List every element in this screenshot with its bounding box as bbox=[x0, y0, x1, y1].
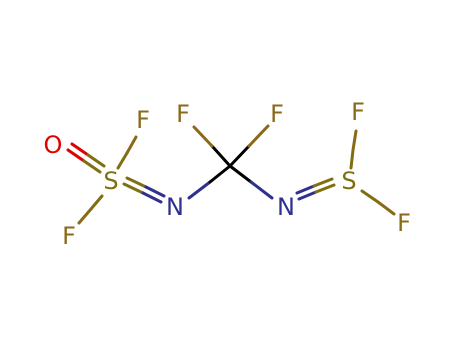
atom-s1: S bbox=[103, 167, 118, 195]
atom-f4: F bbox=[270, 100, 284, 128]
atom-f6: F bbox=[397, 209, 411, 237]
bond-n1-c1 bbox=[187, 164, 232, 200]
atoms: O S F F N F F N S F F bbox=[44, 98, 411, 250]
bond-n2-s2-double bbox=[295, 177, 336, 201]
bond-s2-f6 bbox=[360, 189, 396, 216]
atom-o1: O bbox=[44, 131, 63, 159]
bond-c1-f3 bbox=[192, 125, 232, 168]
atom-n1: N bbox=[166, 193, 184, 221]
bonds bbox=[66, 124, 396, 225]
bond-s1-n1-double bbox=[122, 176, 166, 204]
atom-f5: F bbox=[351, 98, 365, 126]
atom-f3: F bbox=[176, 100, 190, 128]
bond-s1-f1 bbox=[116, 135, 138, 170]
atom-f1: F bbox=[136, 106, 150, 134]
bond-s1-f2 bbox=[77, 194, 104, 225]
bond-o1-s1-double bbox=[66, 142, 106, 174]
bond-c1-n2 bbox=[228, 164, 274, 200]
bond-c1-f4 bbox=[228, 124, 270, 168]
bond-s2-f5 bbox=[349, 129, 358, 170]
atom-n2: N bbox=[277, 193, 295, 221]
atom-f2: F bbox=[62, 222, 76, 250]
atom-s2: S bbox=[341, 167, 356, 195]
